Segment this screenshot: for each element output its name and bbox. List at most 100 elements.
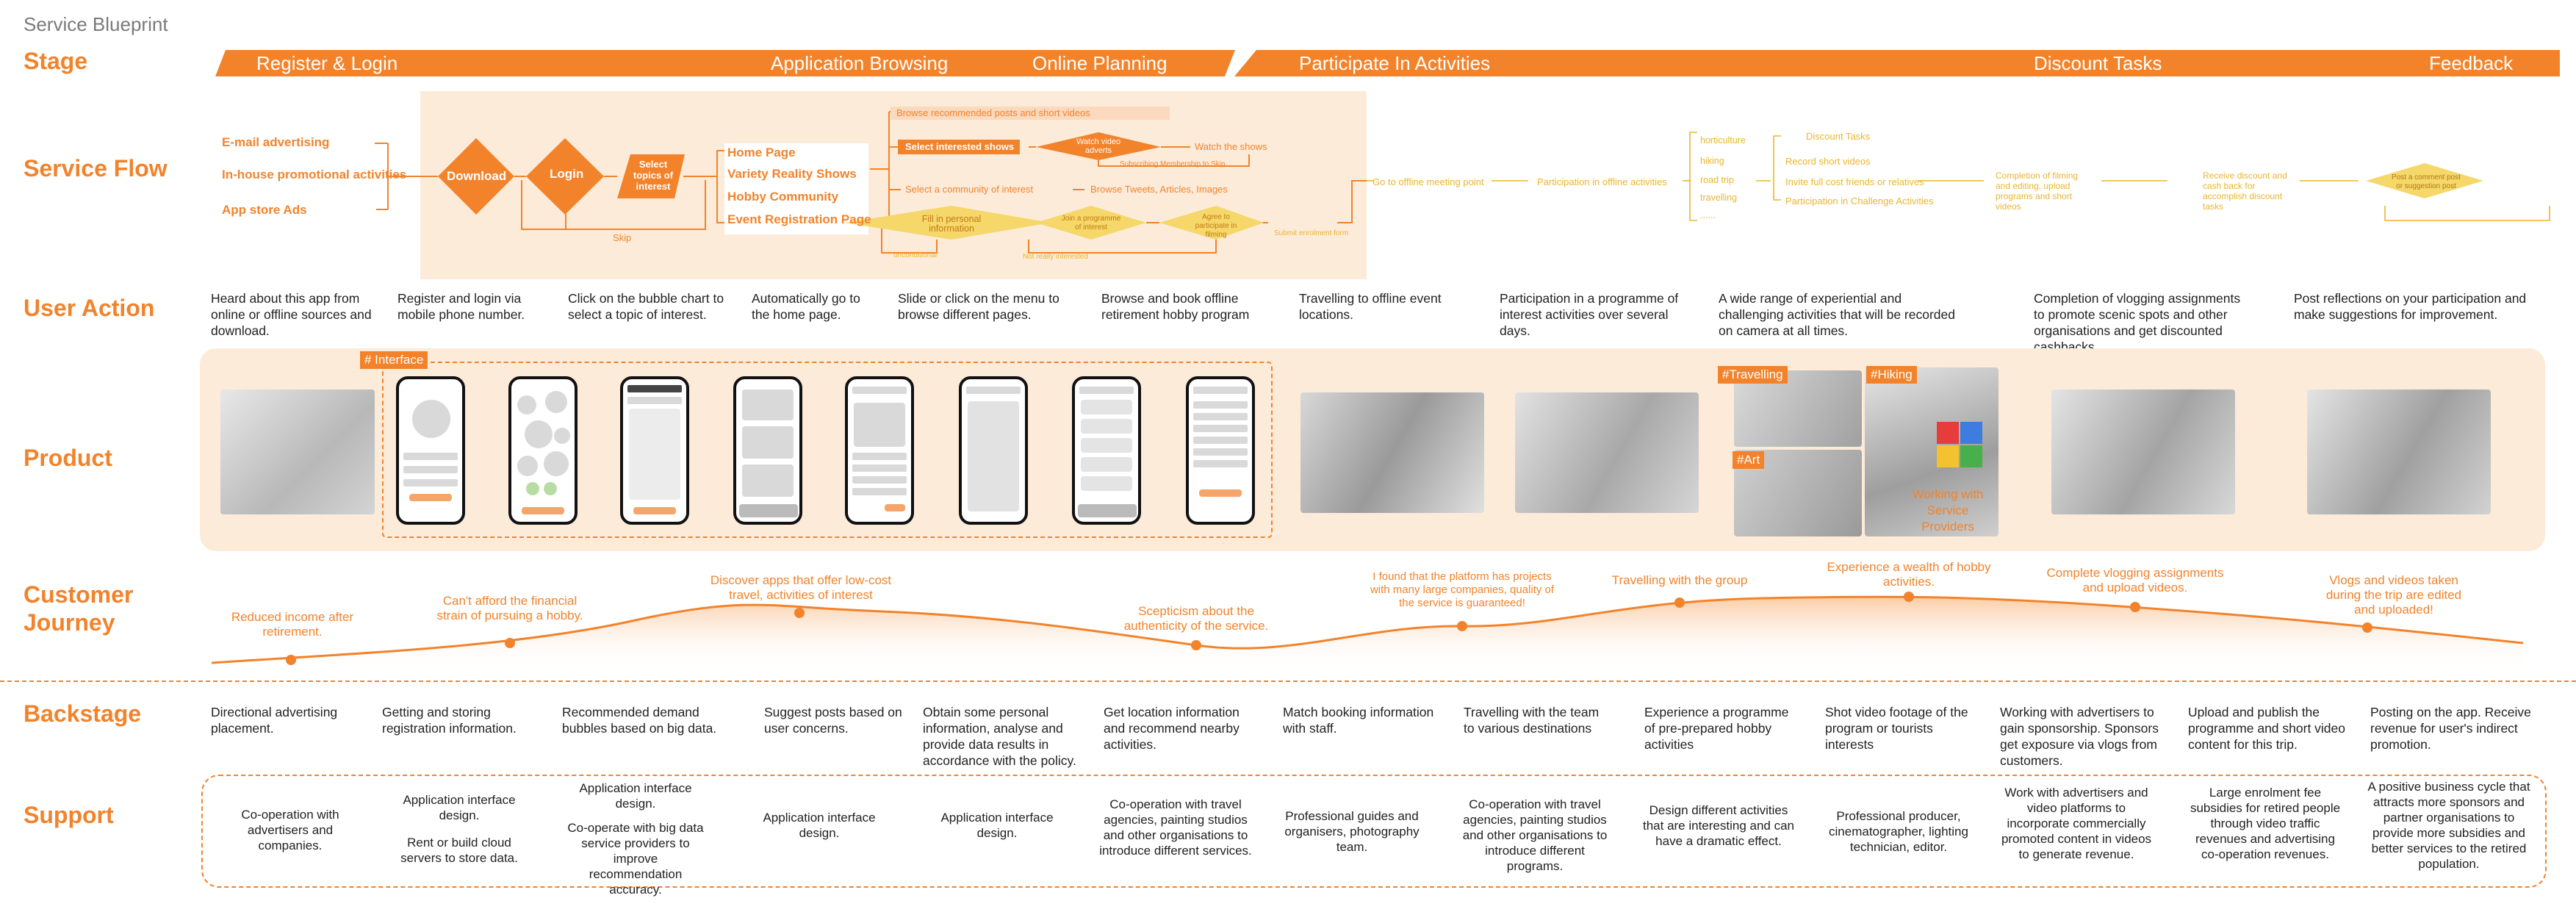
journey-point: [1457, 621, 1467, 631]
stage-label: Register & Login: [256, 52, 398, 74]
support-frame: [201, 775, 2547, 888]
stage-label: Participate In Activities: [1299, 52, 1491, 74]
sketch-feedback: [2307, 389, 2491, 514]
journey-point: [1674, 597, 1685, 608]
backstage-item: Travelling with the team to various dest…: [1464, 705, 1600, 736]
hobby-more: ......: [1700, 210, 1716, 220]
stage-online-planning: Online Planning: [991, 50, 1235, 76]
backstage-item: Directional advertising placement.: [211, 705, 338, 736]
task-challenge: Participation in Challenge Activities: [1785, 195, 1934, 207]
support-item: A positive business cycle that attracts …: [2367, 780, 2530, 871]
login-label: Login: [550, 167, 584, 181]
user-action: Register and login via mobile phone numb…: [397, 291, 525, 322]
browse-recommended: Browse recommended posts and short video…: [896, 107, 1090, 118]
support-item: Co-operate with big data service provide…: [567, 821, 704, 897]
receive-discount: Receive discount and cash back for accom…: [2203, 170, 2287, 212]
stage-register-login: Register & Login: [215, 50, 740, 76]
watch-shows: Watch the shows: [1195, 141, 1267, 152]
journey-point: [2362, 622, 2372, 633]
skip-label: Skip: [613, 232, 632, 243]
working-with-providers: Working with Service Providers: [1912, 487, 1984, 534]
user-action: Travelling to offline event locations.: [1299, 291, 1442, 322]
journey-point: [1904, 592, 1914, 602]
journey-note: Complete vlogging assignments and upload…: [2046, 566, 2224, 595]
phone-post: [845, 376, 914, 525]
phone-apply: [1186, 376, 1255, 525]
journey-note: Scepticism about the authenticity of the…: [1123, 604, 1269, 633]
journey-note: Discover apps that offer low-cost travel…: [710, 573, 892, 602]
backstage-item: Working with advertisers to gain sponsor…: [2000, 705, 2159, 768]
sketch-driving: [1300, 392, 1484, 513]
support-item: Application interface design.: [403, 793, 516, 822]
user-action: Heard about this app from online or offl…: [211, 291, 372, 338]
stage-discount-tasks: Discount Tasks: [1984, 50, 2398, 76]
label-customer-journey: Customer Journey: [24, 581, 134, 636]
phone-programs: [1072, 376, 1141, 525]
backstage-item: Match booking information with staff.: [1283, 705, 1434, 736]
select-community: Select a community of interest: [905, 184, 1034, 195]
label-service-flow: Service Flow: [24, 155, 168, 182]
post-comment: Post a comment post or suggestion post: [2392, 173, 2461, 190]
stage-participate-activities: Participate In Activities: [1234, 50, 2001, 76]
fill-info: Fill in personal information: [921, 214, 982, 234]
journey-note: Travelling with the group: [1611, 573, 1748, 587]
page-home[interactable]: Home Page: [727, 146, 796, 159]
sketch-group: [1515, 392, 1699, 513]
support-item: Co-operation with advertisers and compan…: [241, 808, 339, 852]
backstage-item: Getting and storing registration informa…: [382, 705, 517, 736]
tag-hiking: #Hiking: [1866, 366, 1917, 384]
service-flow-connectors: [375, 107, 2550, 254]
journey-point: [2130, 602, 2140, 612]
watch-video-adverts: Watch video adverts: [1076, 137, 1121, 155]
journey-curve: [211, 592, 2524, 669]
interface-tag: # Interface: [360, 351, 428, 369]
hobby-travelling: travelling: [1700, 193, 1738, 203]
page-event-registration[interactable]: Event Registration Page: [727, 212, 871, 226]
stage-banner-shape: [215, 50, 740, 76]
journey-point: [286, 655, 296, 665]
hobby-road-trip: road trip: [1700, 175, 1734, 185]
backstage-item: Suggest posts based on user concerns.: [764, 705, 902, 736]
support-item: Rent or build cloud servers to store dat…: [400, 836, 518, 865]
journey-note: Experience a wealth of hobby activities.: [1827, 560, 1991, 589]
user-action: Post reflections on your participation a…: [2294, 291, 2527, 322]
user-action: Completion of vlogging assignments to pr…: [2034, 291, 2241, 354]
support-item: Co-operation with travel agencies, paint…: [1462, 797, 1608, 873]
channel-appstore: App store Ads: [222, 203, 307, 217]
support-item: Co-operation with travel agencies, paint…: [1099, 797, 1252, 858]
user-action: Browse and book offline retirement hobby…: [1101, 291, 1250, 322]
puzzle-logo: [1937, 422, 1982, 467]
participation-offline: Participation in offline activities: [1537, 176, 1667, 187]
task-discount: Discount Tasks: [1806, 131, 1871, 142]
phone-register: [396, 376, 465, 525]
channel-inhouse: In-house promotional activities: [222, 168, 407, 182]
support-item: Application interface design.: [940, 811, 1054, 840]
browse-tweets: Browse Tweets, Articles, Images: [1090, 184, 1228, 195]
diagram-title: Service Blueprint: [24, 13, 168, 35]
label-user-action: User Action: [24, 295, 155, 321]
journey-point: [794, 608, 805, 618]
select-topics-label: Select topics of interest: [633, 159, 674, 192]
phone-bubbles: [508, 376, 578, 525]
download-node: [438, 138, 514, 215]
select-shows: Select interested shows: [905, 141, 1015, 152]
page-variety-shows[interactable]: Variety Reality Shows: [727, 167, 857, 181]
support-item: Work with advertisers and video platform…: [2001, 786, 2152, 861]
phone-select: [620, 376, 689, 525]
journey-note: Reduced income after retirement.: [231, 610, 354, 639]
support-item: Professional guides and organisers, phot…: [1284, 809, 1420, 854]
label-backstage: Backstage: [24, 700, 142, 727]
join-programme: Join a programme of interest: [1061, 215, 1121, 231]
backstage-item: Posting on the app. Receive revenue for …: [2370, 705, 2531, 752]
journey-note: I found that the platform has projects w…: [1370, 570, 1555, 609]
agree-participate: Agree to participate in filming: [1195, 213, 1237, 239]
support-item: Design different activities that are int…: [1642, 803, 1795, 848]
not-interested: Not really interested: [1023, 253, 1088, 261]
page-hobby-community[interactable]: Hobby Community: [727, 190, 839, 204]
phone-list: [959, 376, 1028, 525]
stage-banner-shape: [991, 50, 1235, 76]
subscribing: Subscribing Membership to Skip: [1120, 160, 1226, 168]
journey-point: [1191, 640, 1201, 650]
stage-banner-shape: [1234, 50, 2001, 76]
stage-label: Online Planning: [1032, 52, 1168, 74]
